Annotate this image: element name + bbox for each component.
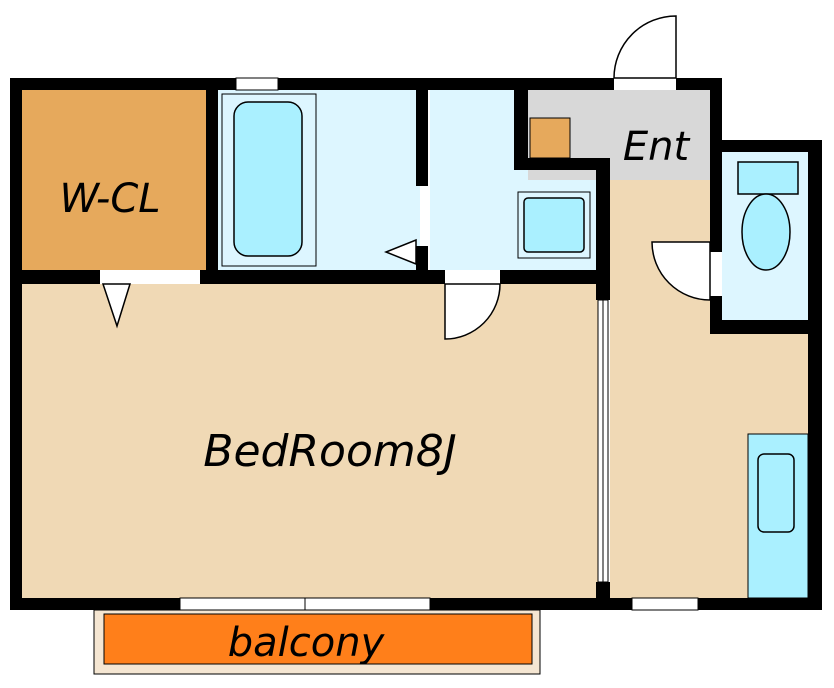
closet-door-marker bbox=[101, 283, 132, 329]
balcony-label: balcony bbox=[228, 620, 386, 666]
closet-floor bbox=[22, 90, 208, 270]
toilet-door bbox=[651, 241, 711, 301]
bedroom-floor bbox=[22, 284, 600, 598]
bedroom-door bbox=[444, 283, 501, 340]
walk-in-closet-label: W-CL bbox=[59, 176, 160, 222]
bath-door-marker bbox=[383, 238, 417, 266]
washroom-floor bbox=[430, 90, 520, 270]
entrance-door bbox=[613, 15, 677, 79]
entrance-label: Ent bbox=[623, 124, 691, 170]
toilet-bowl bbox=[741, 193, 791, 271]
walls bbox=[10, 78, 822, 610]
doors bbox=[101, 15, 711, 340]
kitchen-sink bbox=[757, 453, 795, 533]
balcony-floor bbox=[103, 613, 533, 665]
shoe-cabinet bbox=[529, 117, 571, 159]
bathtub-basin bbox=[233, 101, 303, 257]
toilet-tank bbox=[737, 161, 799, 195]
bedroom-label: BedRoom8J bbox=[203, 426, 456, 477]
washbasin-bowl bbox=[523, 197, 585, 253]
